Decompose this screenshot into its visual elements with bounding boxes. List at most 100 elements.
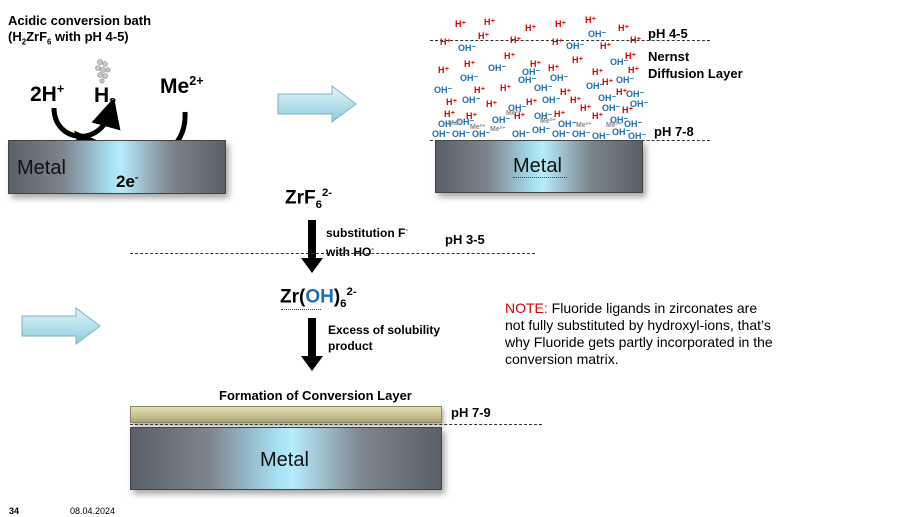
h-ion: H⁺ bbox=[618, 23, 630, 33]
oh-ion: OH⁻ bbox=[542, 95, 561, 105]
metal-label-bottom: Metal bbox=[260, 449, 309, 471]
h-ion: H⁺ bbox=[525, 23, 537, 33]
h-ion: H⁺ bbox=[526, 97, 538, 107]
zroh6-label: Zr(OH)62- bbox=[280, 286, 357, 311]
h-ion: H⁺ bbox=[592, 111, 604, 121]
h-ion: H⁺ bbox=[548, 63, 560, 73]
oh-ion: OH⁻ bbox=[518, 75, 537, 85]
oh-ion: OH⁻ bbox=[522, 67, 541, 77]
ph-3-5: pH 3-5 bbox=[445, 232, 485, 247]
metal-label-top-left: Metal bbox=[17, 157, 66, 179]
excess-line1: Excess of solubility bbox=[328, 323, 441, 337]
h-ion: H⁺ bbox=[474, 85, 486, 95]
hydrogen-bubbles-icon bbox=[95, 59, 111, 84]
h-ion: H⁺ bbox=[570, 95, 582, 105]
h-ion: H⁺ bbox=[552, 37, 564, 47]
oh-ion: OH⁻ bbox=[458, 43, 477, 53]
h-ion: H⁺ bbox=[530, 59, 542, 69]
h-ion: H⁺ bbox=[446, 97, 458, 107]
oh-ion: OH⁻ bbox=[566, 41, 585, 51]
h-ion: H⁺ bbox=[514, 111, 526, 121]
oh-ion: OH⁻ bbox=[434, 85, 453, 95]
me-ion: Me²⁺ bbox=[576, 122, 592, 129]
zroh-underline bbox=[281, 309, 321, 310]
oh-ion: OH⁻ bbox=[610, 57, 629, 67]
h-ion: H⁺ bbox=[478, 31, 490, 41]
oh-ion: OH⁻ bbox=[452, 129, 471, 139]
ph-7-8: pH 7-8 bbox=[654, 124, 694, 139]
bath-title: Acidic conversion bath (H2ZrF6 with pH 4… bbox=[8, 13, 151, 51]
bath-title-line2: (H2ZrF6 with pH 4-5) bbox=[8, 29, 129, 47]
note-line2: not fully substituted by hydroxyl-ions, … bbox=[505, 317, 771, 333]
h-ion: H⁺ bbox=[444, 109, 456, 119]
oh-ion: OH⁻ bbox=[628, 131, 647, 141]
oh-ion: OH⁻ bbox=[460, 73, 479, 83]
nernst-line1: Nernst bbox=[648, 49, 690, 64]
oh-ion: OH⁻ bbox=[462, 95, 481, 105]
note-line1: NOTE: Fluoride ligands in zirconates are bbox=[505, 300, 758, 316]
right-block-arrow-bottom bbox=[21, 307, 101, 345]
metal-block-top-left bbox=[8, 140, 226, 194]
oh-ion: OH⁻ bbox=[532, 125, 551, 135]
excess-label: Excess of solubility product bbox=[328, 322, 440, 354]
oh-ion: OH⁻ bbox=[592, 131, 611, 141]
h-ion: H⁺ bbox=[438, 65, 450, 75]
metal-block-bottom bbox=[130, 427, 442, 490]
formation-label: Formation of Conversion Layer bbox=[219, 388, 412, 403]
h-ion: H⁺ bbox=[500, 83, 512, 93]
oh-ion: OH⁻ bbox=[610, 115, 629, 125]
electron-label: 2e- bbox=[116, 172, 139, 191]
h-ion: H⁺ bbox=[560, 87, 572, 97]
oh-ion: OH⁻ bbox=[488, 63, 507, 73]
h-ion: H⁺ bbox=[622, 105, 634, 115]
h-ion: H⁺ bbox=[440, 37, 452, 47]
h-ion: H⁺ bbox=[600, 41, 612, 51]
nernst-top-dashed-line bbox=[430, 40, 710, 41]
h-ion: H⁺ bbox=[585, 15, 597, 25]
oh-ion: OH⁻ bbox=[598, 93, 617, 103]
h-ion-label: 2H+ bbox=[30, 82, 65, 106]
oh-ion: OH⁻ bbox=[492, 115, 511, 125]
oh-ion: OH⁻ bbox=[512, 129, 531, 139]
oh-ion: OH⁻ bbox=[602, 103, 621, 113]
h-ion: H⁺ bbox=[464, 59, 476, 69]
oh-ion: OH⁻ bbox=[550, 73, 569, 83]
h-ion: H⁺ bbox=[580, 103, 592, 113]
oh-ion: OH⁻ bbox=[558, 119, 577, 129]
h-ion: H⁺ bbox=[484, 17, 496, 27]
me-ion: Me²⁺ bbox=[470, 124, 486, 131]
down-arrow-excess bbox=[301, 318, 323, 371]
substitution-line2: with HO- bbox=[326, 244, 374, 259]
page-number: 34 bbox=[9, 506, 20, 516]
ph-7-9: pH 7-9 bbox=[451, 405, 491, 420]
me-ion: Me²⁺ bbox=[540, 118, 556, 125]
oh-ion: OH⁻ bbox=[456, 117, 475, 127]
h-ion: H⁺ bbox=[592, 67, 604, 77]
h-ion: H⁺ bbox=[554, 109, 566, 119]
h-ion: H⁺ bbox=[555, 19, 567, 29]
nernst-label: Nernst Diffusion Layer bbox=[648, 48, 743, 82]
nernst-line2: Diffusion Layer bbox=[648, 66, 743, 81]
substitution-label: substitution F- with HO- bbox=[326, 222, 408, 260]
conversion-layer bbox=[130, 406, 442, 423]
zrf6-label: ZrF62- bbox=[285, 187, 333, 212]
oh-ion: OH⁻ bbox=[534, 111, 553, 121]
oh-ion: OH⁻ bbox=[508, 103, 527, 113]
metal-underline bbox=[513, 177, 567, 178]
oh-ion: OH⁻ bbox=[612, 127, 631, 137]
oh-ion: OH⁻ bbox=[616, 75, 635, 85]
substitution-line1: substitution F- bbox=[326, 225, 408, 240]
oh-ion: OH⁻ bbox=[624, 119, 643, 129]
middle-dashed-line bbox=[130, 253, 535, 254]
h-ion: H⁺ bbox=[616, 87, 628, 97]
h-ion: H⁺ bbox=[625, 51, 637, 61]
oh-ion: OH⁻ bbox=[588, 29, 607, 39]
h-ion: H⁺ bbox=[466, 111, 478, 121]
excess-line2: product bbox=[328, 339, 373, 353]
h-to-h2-arrow bbox=[51, 100, 121, 139]
oh-ion: OH⁻ bbox=[432, 129, 451, 139]
oh-ion: OH⁻ bbox=[472, 129, 491, 139]
h-ion: H⁺ bbox=[628, 65, 640, 75]
note-line4: conversion matrix. bbox=[505, 351, 619, 367]
me-ion: Me²⁺ bbox=[448, 120, 464, 127]
